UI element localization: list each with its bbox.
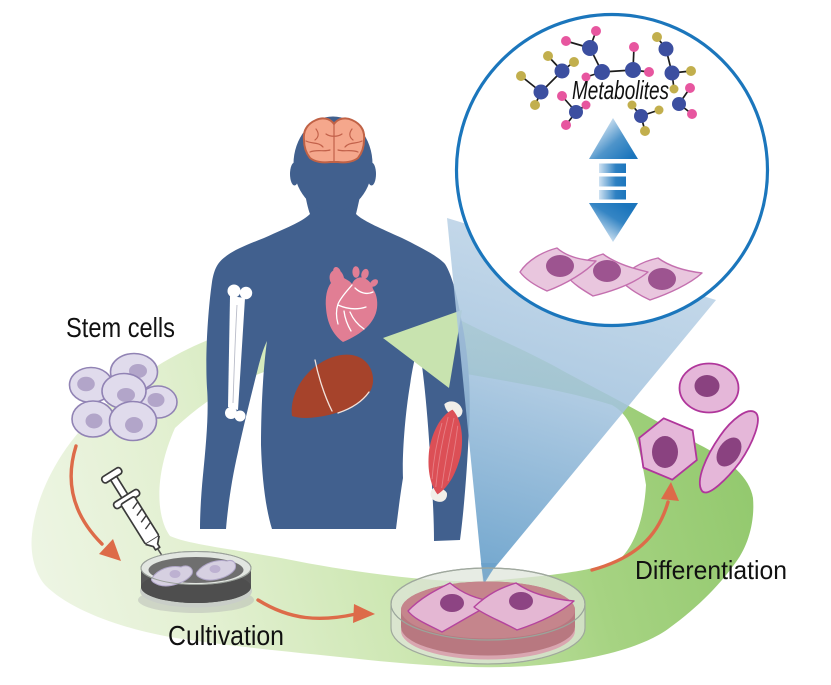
svg-text:Cultivation: Cultivation xyxy=(168,620,284,651)
svg-text:Stem cells: Stem cells xyxy=(66,312,175,343)
svg-text:Differentiation: Differentiation xyxy=(635,555,787,585)
svg-text:Metabolites: Metabolites xyxy=(572,75,669,105)
